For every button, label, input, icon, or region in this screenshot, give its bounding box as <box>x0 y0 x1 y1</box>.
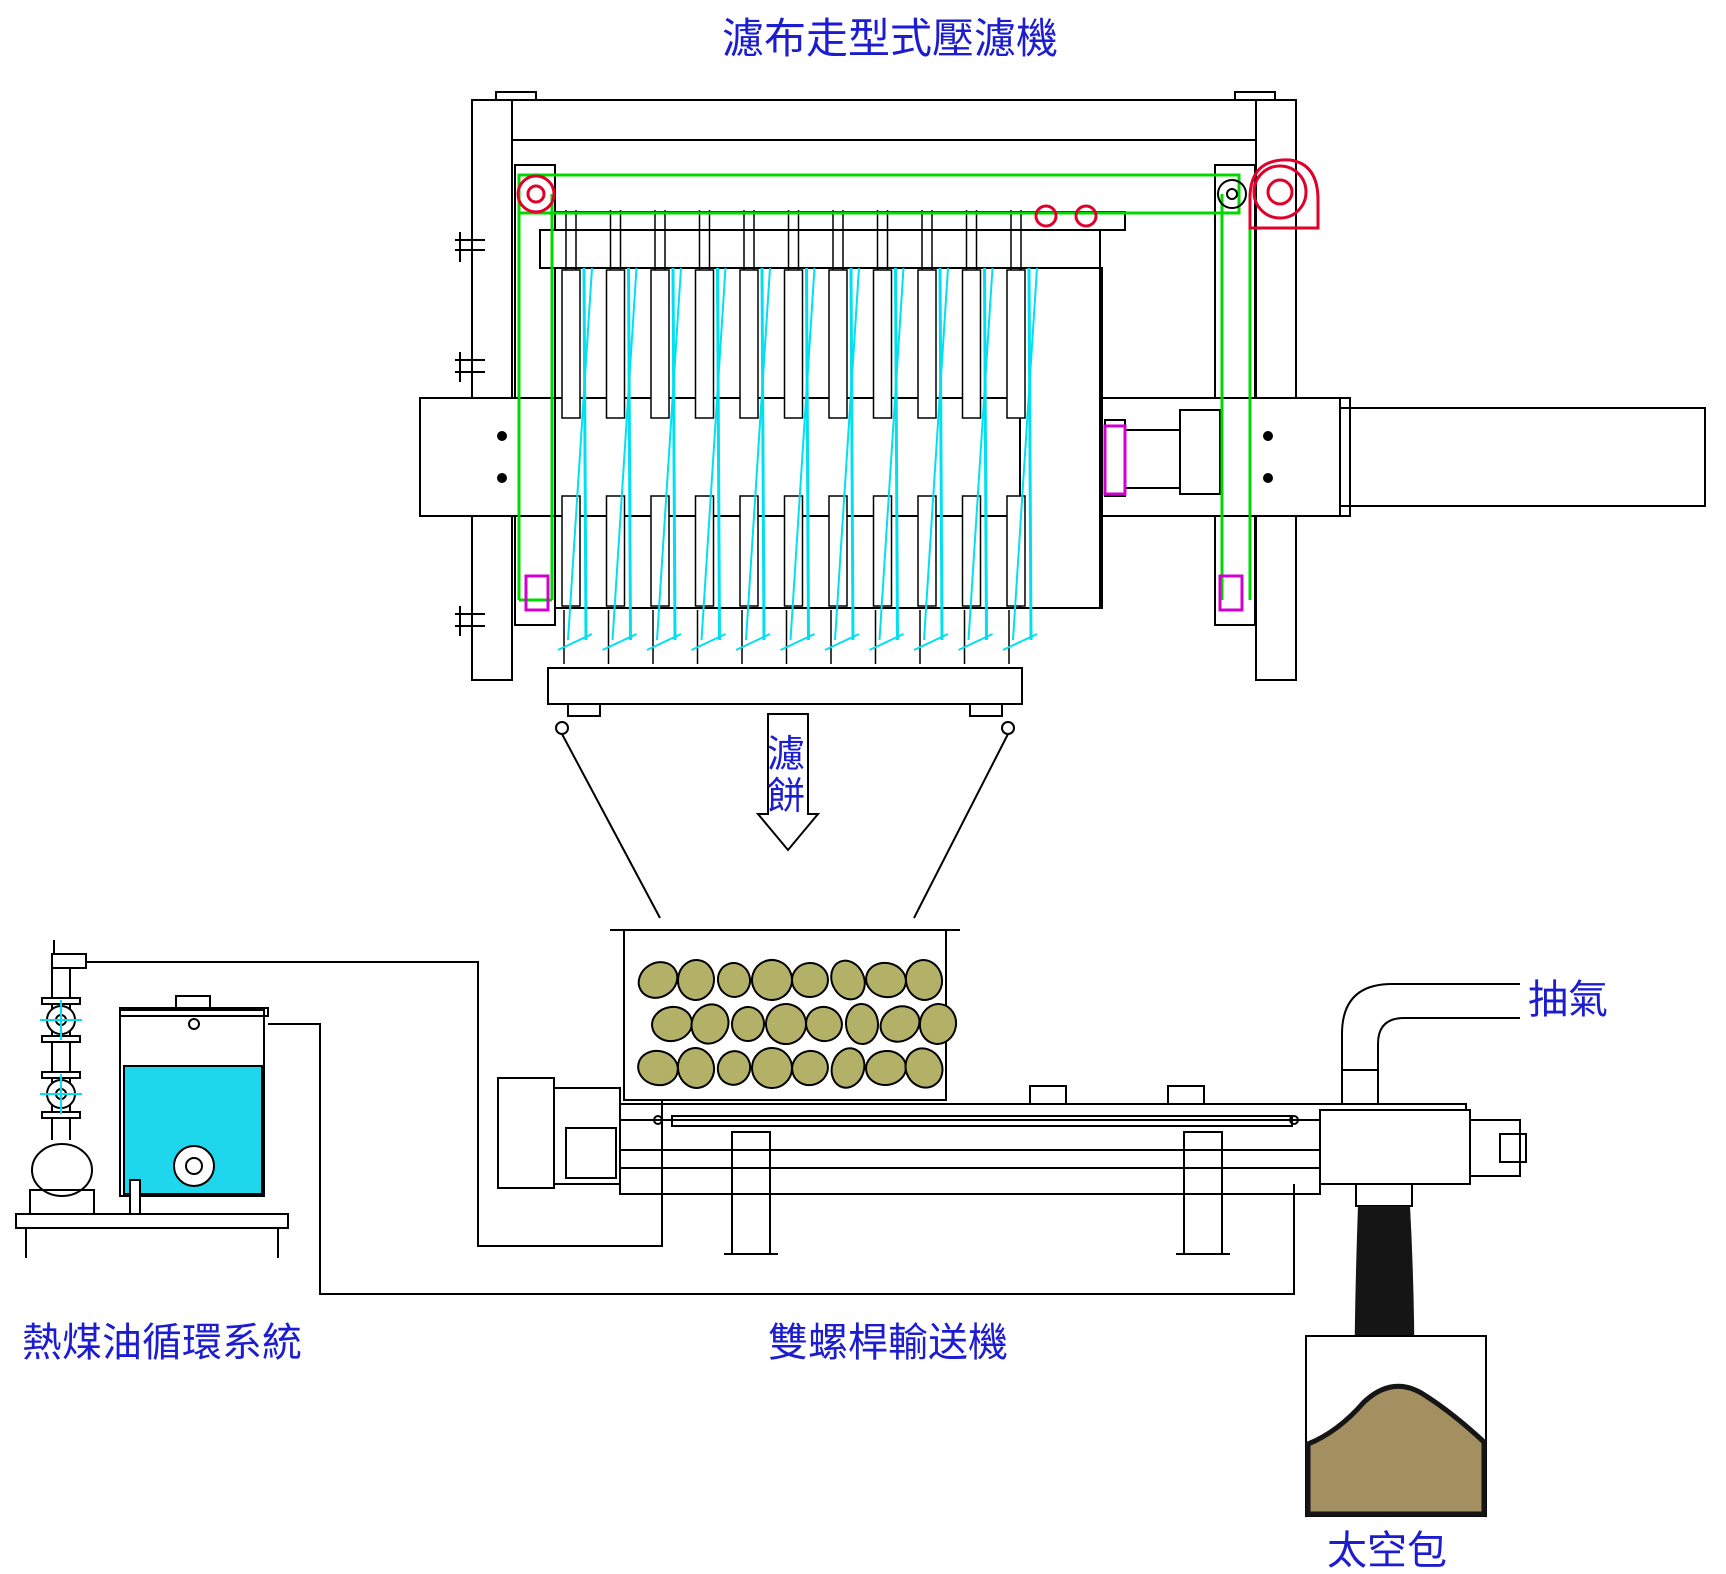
filter-plate <box>735 210 771 664</box>
filter-press-title: 濾布走型式壓濾機 <box>721 14 1058 63</box>
cake-lump <box>830 1047 866 1089</box>
cake-lump <box>791 1049 829 1087</box>
cake-lump <box>765 1003 807 1045</box>
cake-lump <box>904 1047 944 1089</box>
cake-lump <box>730 1006 766 1042</box>
cake-lump <box>879 1005 921 1043</box>
bulk-bag <box>1305 1335 1487 1517</box>
idler-pulley <box>1217 179 1247 209</box>
filter-plate <box>913 210 949 664</box>
cake-lump <box>844 1003 880 1045</box>
cake-lump <box>805 1005 843 1043</box>
cake-lump <box>716 962 752 998</box>
cake-lump <box>751 959 793 1001</box>
cake-lump <box>791 961 829 999</box>
filter-plate <box>824 210 860 664</box>
exhaust-label: 抽氣 <box>1528 977 1608 1023</box>
filter-cake-label: 濾餅 <box>766 732 805 818</box>
filter-plate <box>557 210 593 664</box>
cake-lump <box>637 961 679 999</box>
cake-lump <box>716 1050 752 1086</box>
bulk-bag-label: 太空包 <box>1327 1528 1447 1574</box>
filter-plate <box>691 210 727 664</box>
cake-lump <box>904 959 944 1001</box>
cyan-markers <box>40 1000 82 1114</box>
cake-lump <box>676 959 716 1001</box>
cake-lump <box>690 1003 730 1045</box>
conveyor-label: 雙螺桿輸送機 <box>768 1320 1008 1366</box>
tank-heater <box>129 1145 215 1215</box>
filter-plate <box>602 210 638 664</box>
cake-lumps <box>637 959 958 1089</box>
twin-screw-conveyor <box>497 1077 1527 1255</box>
cake-lump <box>751 1047 793 1089</box>
cake-arrow <box>755 713 821 852</box>
drive-motor <box>516 158 1320 230</box>
cake-lump <box>918 1003 958 1045</box>
cake-lump <box>830 959 866 1001</box>
exhaust-duct <box>1341 983 1520 1104</box>
filter-plate <box>958 210 994 664</box>
cake-lump <box>676 1047 716 1089</box>
filter-plate <box>780 210 816 664</box>
filter-plate <box>1002 210 1038 664</box>
bearing-markers <box>524 424 1244 612</box>
filter-plate <box>869 210 905 664</box>
filter-plates <box>557 210 1038 664</box>
oil-system-label: 熱煤油循環系統 <box>22 1320 302 1366</box>
filter-plate <box>646 210 682 664</box>
